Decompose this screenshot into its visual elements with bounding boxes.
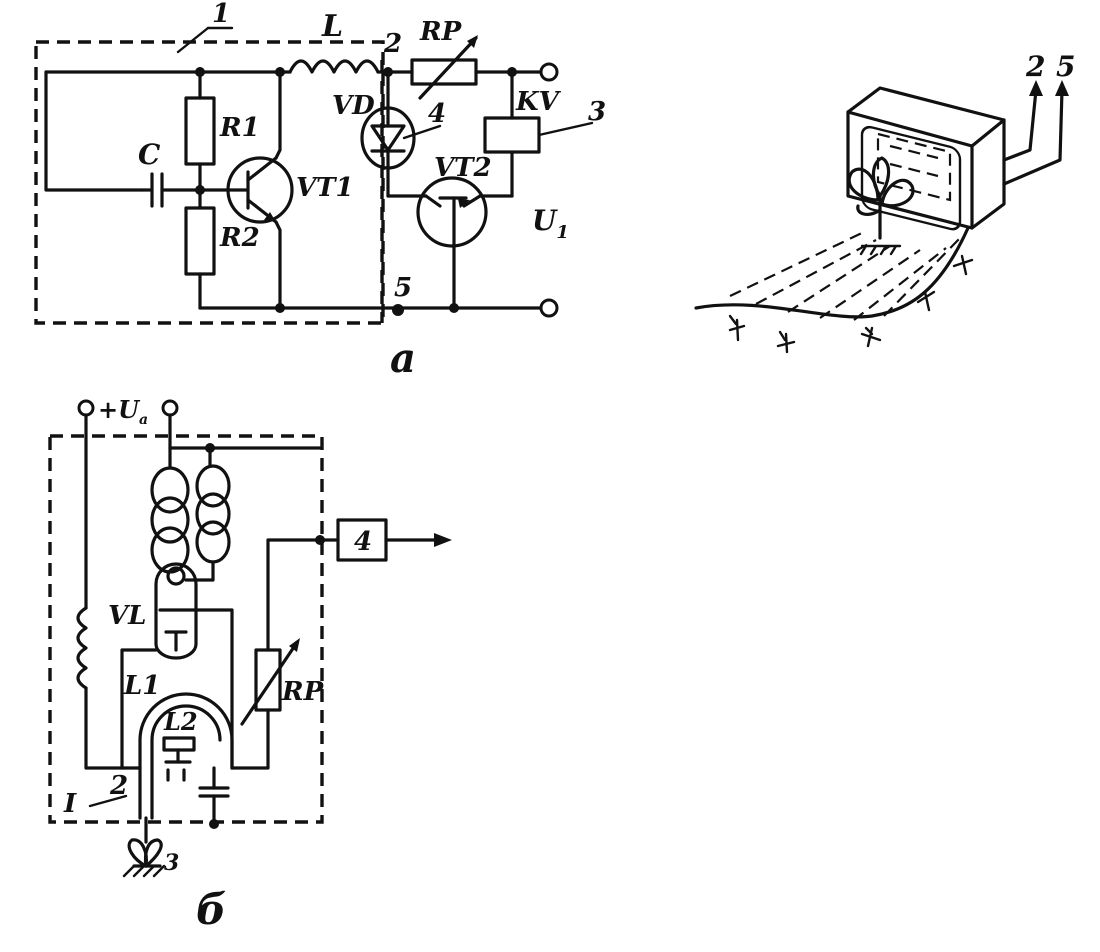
output-block-4-label: 4 [354, 527, 372, 557]
supply-terminal-right [161, 399, 179, 417]
filament-coil-2 [195, 464, 231, 508]
supply-label: +Ua [98, 395, 148, 428]
circuit-diagram-b: +Ua 4 [48, 395, 452, 934]
coil-l2-label: L2 [163, 707, 198, 736]
sensor-box-front [846, 110, 974, 230]
plant-leaf-right [880, 178, 915, 208]
output-terminal-top [539, 62, 559, 82]
callout-1-label-b: I [63, 789, 77, 819]
lead-2-label: 2 [1025, 50, 1045, 83]
output-arrow [434, 533, 452, 547]
inductor-l-label: L [321, 9, 343, 44]
resistor-r1 [184, 96, 216, 166]
resistor-r1-label: R1 [219, 113, 260, 143]
sensor-enclosure-a [34, 40, 385, 325]
supply-terminal-left [77, 399, 95, 417]
tube-grid-wire [158, 608, 234, 770]
coil-l2 [162, 736, 196, 752]
transistor-vt1-label: VT1 [296, 173, 354, 203]
plant-leaf-top [871, 156, 891, 198]
sensor-box-side [970, 118, 1006, 230]
resistor-r2-label: R2 [219, 223, 260, 253]
sensor-coil-window [860, 125, 962, 231]
resistor-r2 [184, 206, 216, 276]
weed-marks [728, 254, 974, 354]
filament-coil-1 [150, 466, 190, 514]
ribbon-edge-near [694, 226, 970, 319]
relay-kv-label: KV [515, 87, 562, 117]
capacitor-c-label: C [138, 138, 161, 171]
circuit-diagram-a: 1 L 2 RP VD 4 KV 3 R1 C VT1 VT2 R2 U1 5 … [34, 0, 606, 382]
vacuum-tube-vl [154, 562, 198, 660]
caption-b: б [196, 885, 226, 934]
callout-4-label-a: 4 [428, 99, 446, 129]
lead-5-label: 5 [1056, 50, 1075, 83]
callout-3-label-b: 3 [164, 850, 179, 876]
lead-5 [1002, 88, 1064, 186]
transistor-vt2 [416, 176, 488, 248]
callout-1-label: 1 [212, 0, 230, 29]
coil-l1 [138, 692, 234, 820]
caption-a: a [390, 335, 416, 382]
callout-1-leader [176, 26, 210, 54]
inductor-l [288, 59, 380, 74]
output-terminal-bottom [539, 298, 559, 318]
callout-2-leader [88, 794, 128, 808]
lead-2 [1002, 88, 1038, 162]
voltage-u-label: U1 [532, 204, 569, 243]
left-loop-wire [44, 70, 144, 192]
plant-b-leaf-right [143, 838, 163, 868]
left-choke-coil [76, 606, 88, 690]
output-wire-b [266, 538, 340, 652]
left-wire-bottom [84, 686, 126, 770]
tube-vl-label: VL [108, 601, 146, 631]
node-5-label: 5 [394, 273, 412, 303]
transistor-vt2-label: VT2 [434, 153, 492, 183]
coil-l1-label: L1 [123, 671, 160, 701]
sensor-enclosure-b [48, 434, 324, 824]
rheostat-rp-b [254, 648, 282, 712]
callout-3-label-a: 3 [588, 97, 606, 127]
plant-b-leaf-left [127, 838, 148, 868]
node-2-label: 2 [383, 29, 402, 59]
coil-l1-inner [150, 704, 222, 820]
callout-2-label-b: 2 [109, 771, 128, 801]
sensor-illustration: 2 5 [694, 50, 1075, 354]
rheostat-rp-b-label: RP [281, 677, 325, 707]
diode-vd-label: VD [332, 91, 375, 121]
relay-kv [483, 116, 541, 154]
rheostat-rp-a-label: RP [419, 17, 463, 47]
sensor-box-top [846, 86, 1006, 148]
